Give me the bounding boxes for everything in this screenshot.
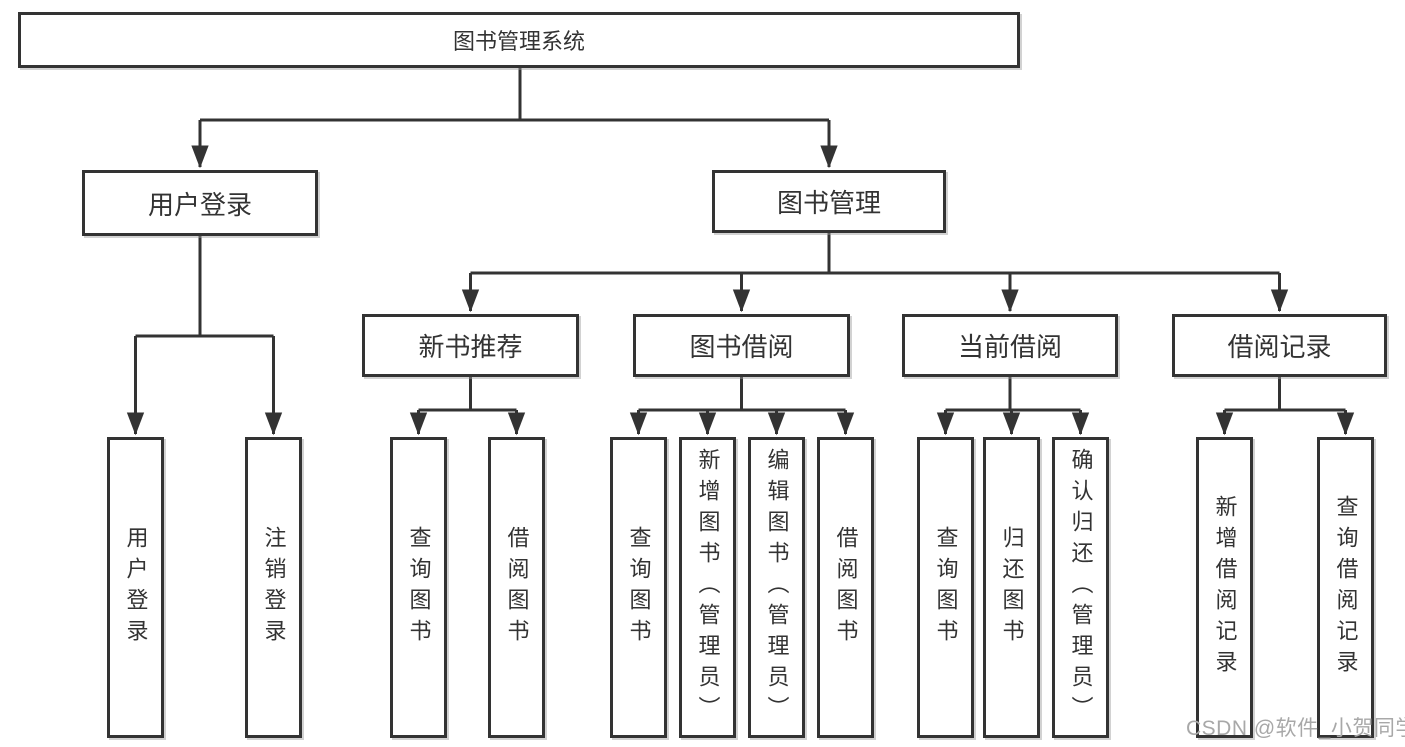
leaf-label: 查询图书 [626,525,652,650]
node-label: 图书借阅 [689,332,794,362]
leaf-label: 新增图书（管理员） [695,448,721,727]
leaf-query-borrow-record: 查询借阅记录 [1317,437,1374,738]
node-label: 图书管理系统 [452,29,585,54]
node-book-management: 图书管理 [712,170,946,233]
leaf-return-books: 归还图书 [983,437,1040,738]
leaf-query-books-current: 查询图书 [917,437,974,738]
leaf-borrow-books-recommend: 借阅图书 [488,437,545,738]
node-label: 当前借阅 [957,332,1062,362]
leaf-label: 归还图书 [999,525,1025,650]
node-label: 用户登录 [147,189,252,220]
csdn-watermark: CSDN @软件_小贺同学 [1186,717,1405,740]
leaf-add-books-admin: 新增图书（管理员） [679,437,736,738]
leaf-label: 新增借阅记录 [1212,494,1238,681]
leaf-confirm-return-admin: 确认归还（管理员） [1052,437,1109,738]
leaf-label: 注销登录 [261,525,287,650]
node-book-borrowing: 图书借阅 [633,314,850,377]
leaf-label: 编辑图书（管理员） [764,448,790,727]
leaf-label: 查询图书 [406,525,432,650]
node-label: 新书推荐 [418,332,523,362]
node-borrowing-records: 借阅记录 [1172,314,1387,377]
node-library-management-system: 图书管理系统 [18,12,1020,68]
leaf-query-books-recommend: 查询图书 [390,437,447,738]
leaf-label: 查询图书 [933,525,959,650]
node-current-borrowing: 当前借阅 [902,314,1118,377]
node-label: 借阅记录 [1227,332,1332,362]
leaf-label: 用户登录 [123,525,149,650]
leaf-label: 借阅图书 [504,525,530,650]
leaf-query-books-borrow: 查询图书 [610,437,667,738]
node-label: 图书管理 [776,188,881,218]
leaf-add-borrow-record: 新增借阅记录 [1196,437,1253,738]
node-new-book-recommendation: 新书推荐 [362,314,579,377]
leaf-edit-books-admin: 编辑图书（管理员） [748,437,805,738]
node-user-login: 用户登录 [82,170,318,236]
leaf-label: 查询借阅记录 [1333,494,1359,681]
leaf-label: 确认归还（管理员） [1068,448,1094,727]
leaf-borrow-books: 借阅图书 [817,437,874,738]
leaf-label: 借阅图书 [833,525,859,650]
leaf-logout: 注销登录 [245,437,302,738]
leaf-user-login: 用户登录 [107,437,164,738]
